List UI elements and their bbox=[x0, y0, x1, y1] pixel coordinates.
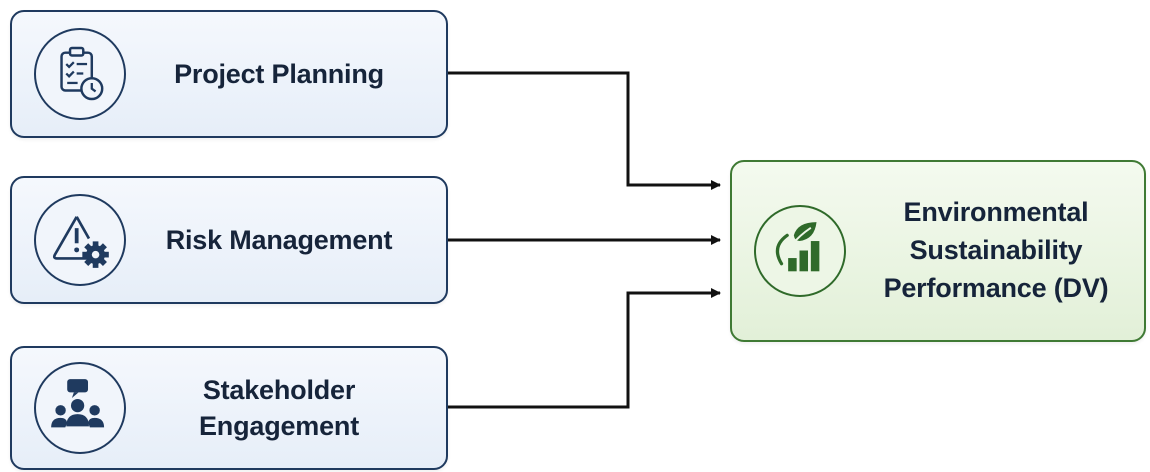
outcome-label: Environmental Sustainability Performance… bbox=[883, 197, 1109, 303]
input-box-project-planning: Project Planning bbox=[10, 10, 448, 138]
arrow-stakeholder-to-dv bbox=[448, 288, 721, 409]
leaf-bar-chart-icon bbox=[754, 205, 846, 297]
outcome-box-environmental-sustainability: Environmental Sustainability Performance… bbox=[730, 160, 1146, 342]
input-label-risk-management: Risk Management bbox=[165, 224, 393, 255]
people-chat-icon bbox=[34, 362, 126, 454]
input-box-stakeholder-engagement: Stakeholder Engagement bbox=[10, 346, 448, 470]
clipboard-clock-icon bbox=[34, 28, 126, 120]
warning-gear-icon bbox=[34, 194, 126, 286]
input-label-stakeholder-engagement: Stakeholder Engagement bbox=[198, 374, 360, 441]
arrow-planning-to-dv bbox=[448, 71, 721, 190]
input-label-project-planning: Project Planning bbox=[174, 58, 384, 89]
input-box-risk-management: Risk Management bbox=[10, 176, 448, 304]
